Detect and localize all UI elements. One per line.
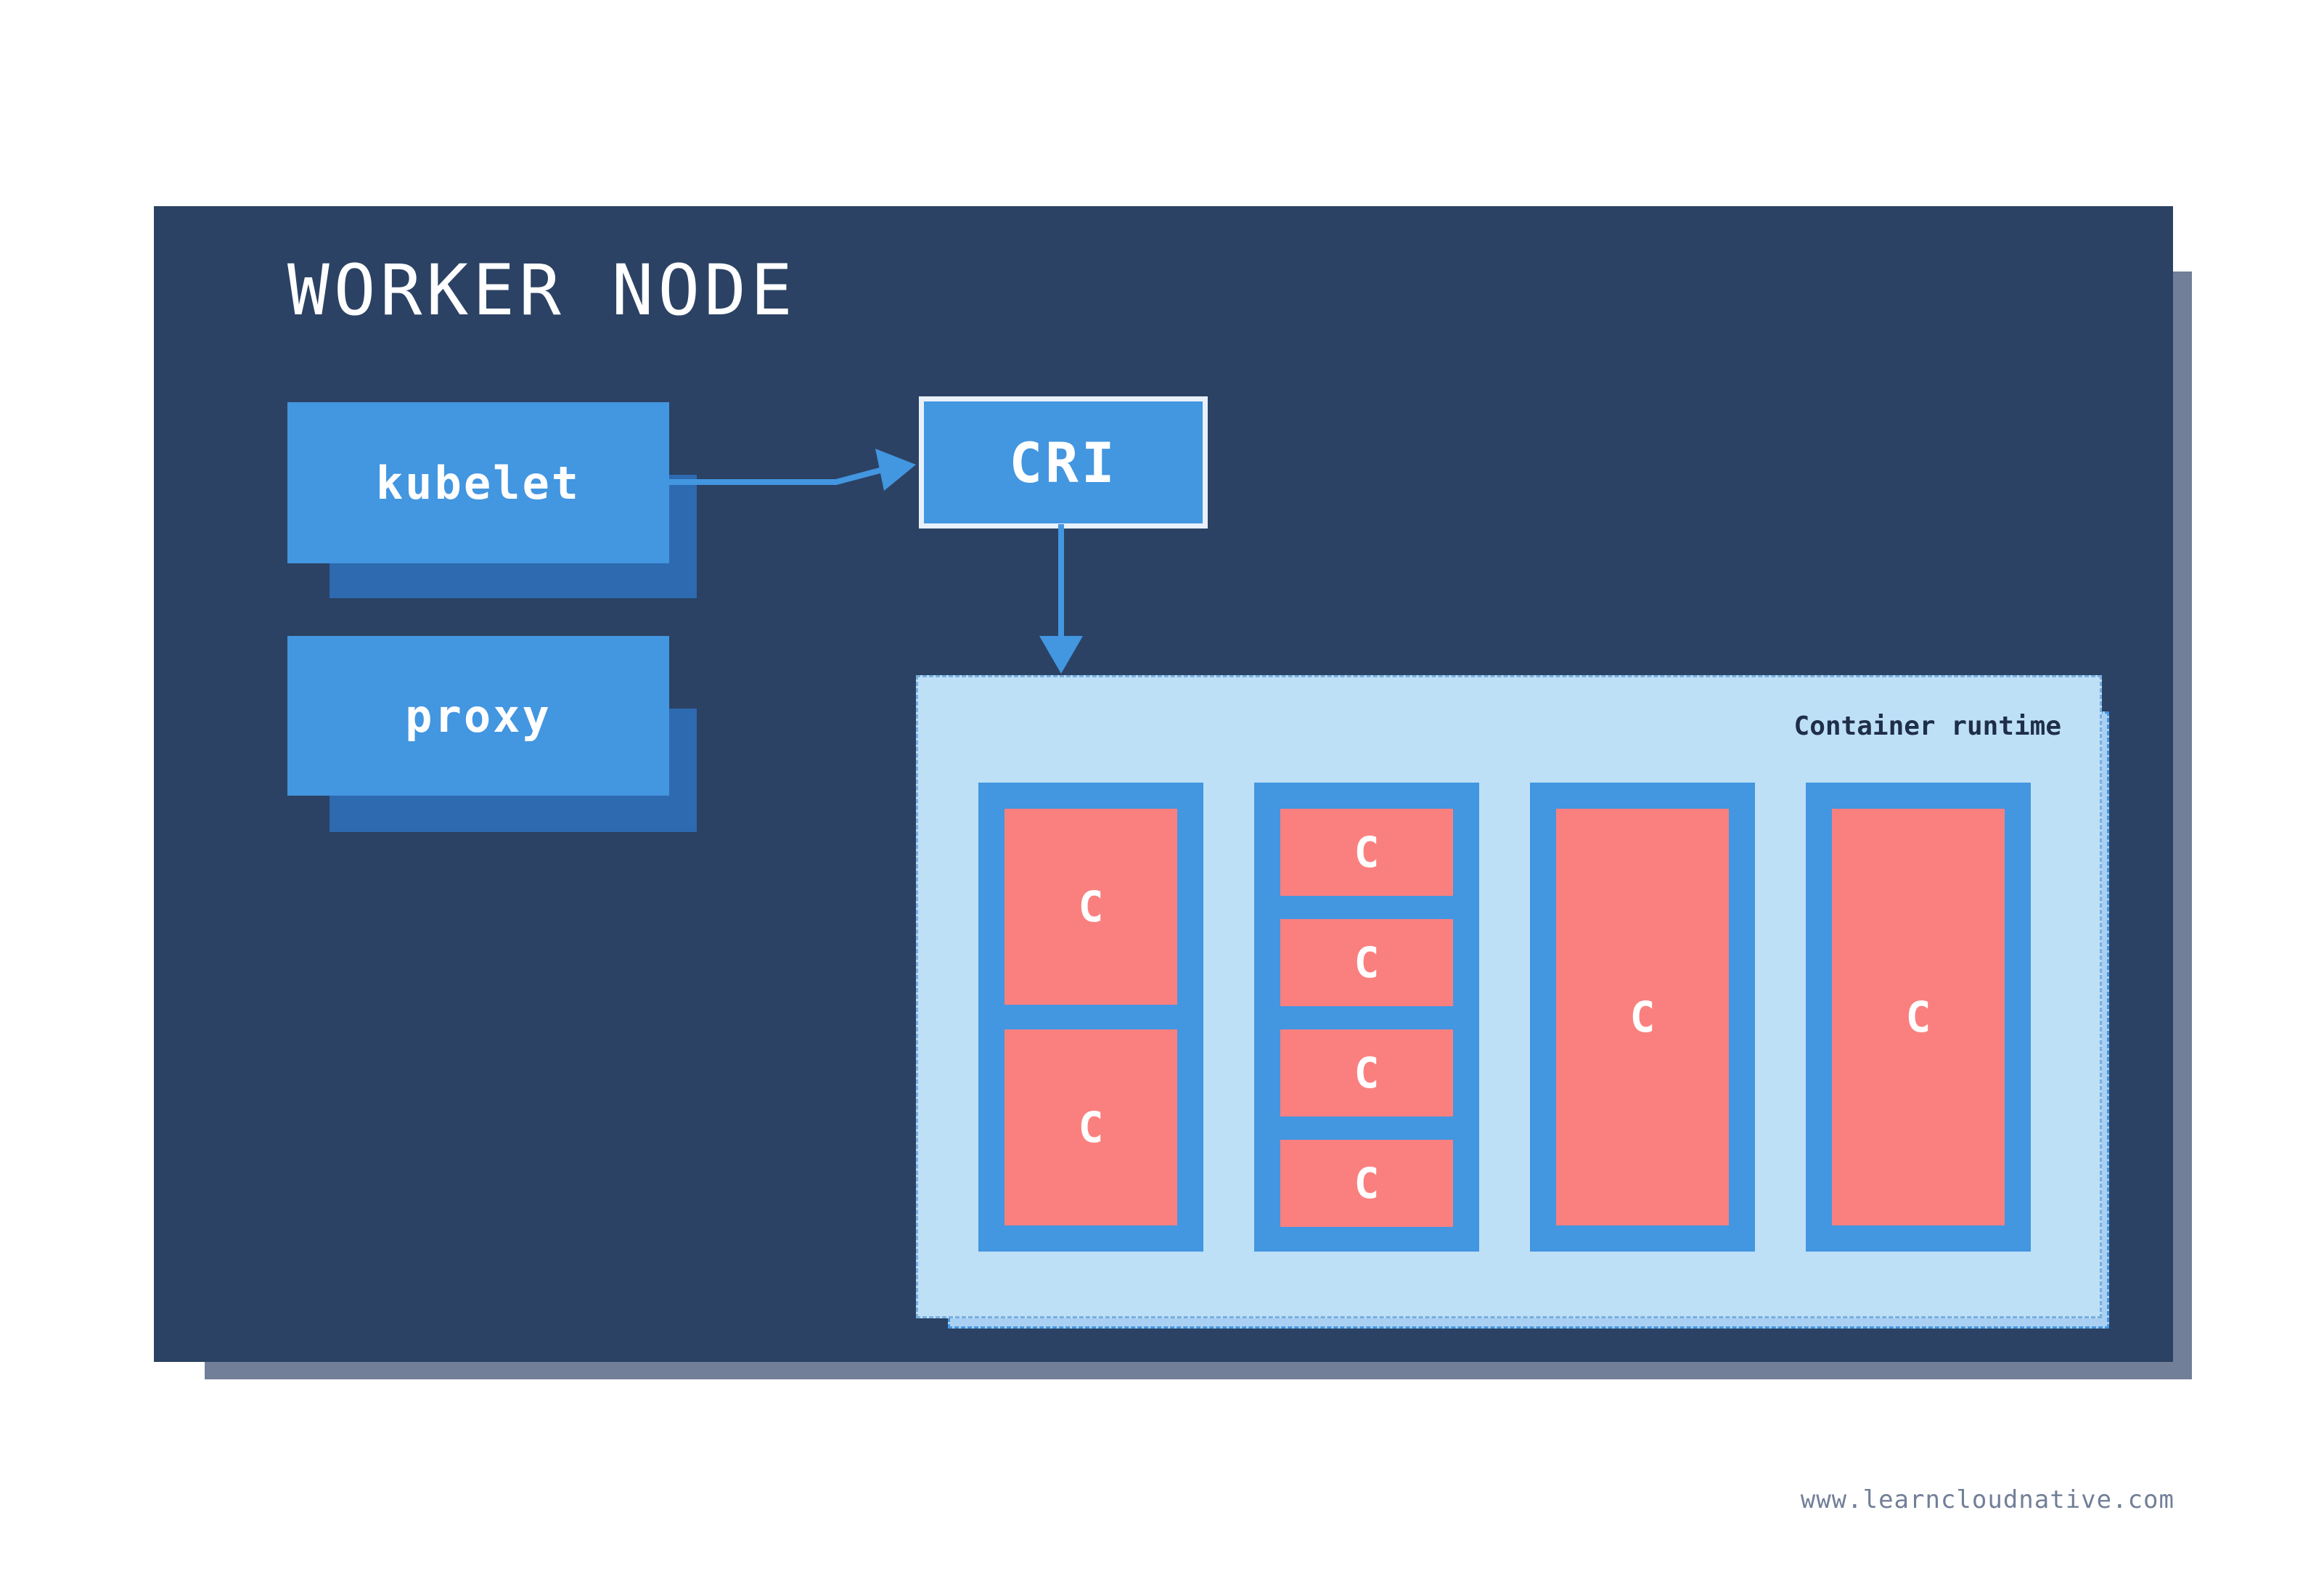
kubelet-box: kubelet — [287, 402, 669, 563]
worker-node-title: WORKER NODE — [287, 250, 797, 331]
container: C — [1832, 809, 2005, 1225]
cri-box: CRI — [919, 396, 1208, 529]
footer-url: www.learncloudnative.com — [1800, 1485, 2174, 1514]
container: C — [1005, 1029, 1177, 1225]
container: C — [1280, 919, 1453, 1006]
container: C — [1280, 809, 1453, 896]
kubelet-to-cri-arrow — [669, 466, 887, 485]
container: C — [1005, 809, 1177, 1005]
container: C — [1556, 809, 1729, 1225]
cri-to-runtime-arrowhead — [1039, 636, 1083, 674]
container-runtime-label: Container runtime — [1793, 711, 2061, 741]
proxy-box: proxy — [287, 636, 669, 796]
container: C — [1280, 1140, 1453, 1227]
container: C — [1280, 1029, 1453, 1117]
kubelet-to-cri-arrowhead — [875, 449, 916, 491]
